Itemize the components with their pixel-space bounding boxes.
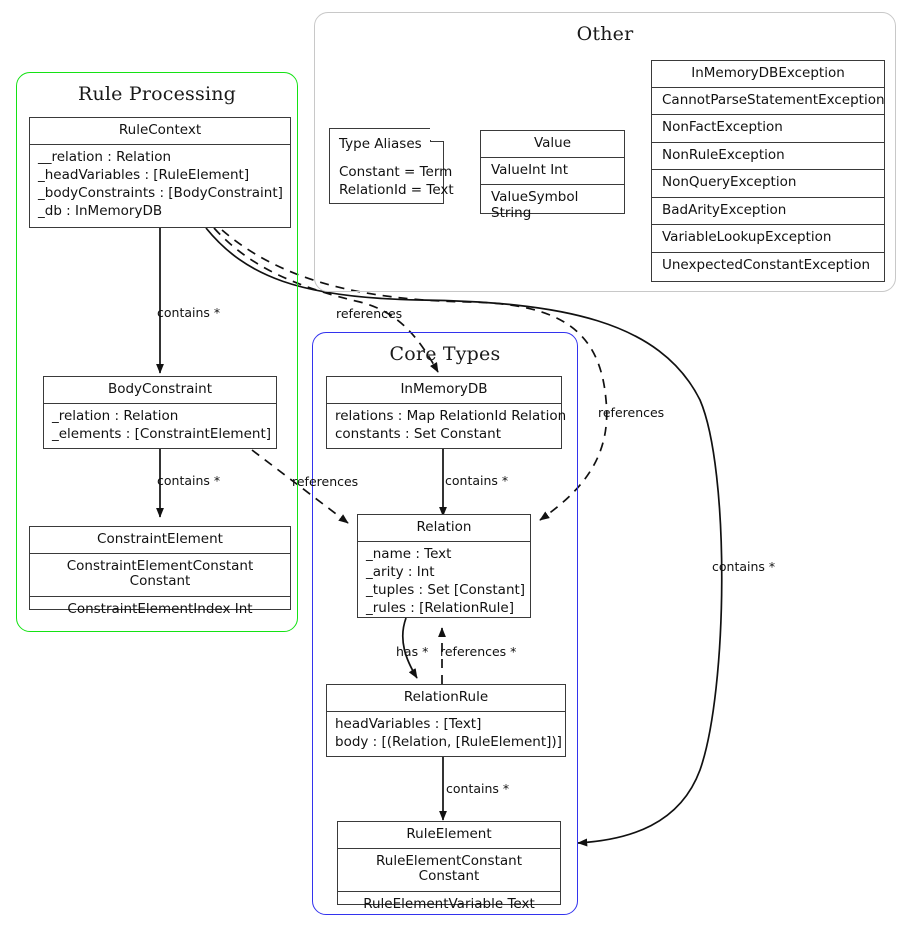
class-value-variant: ValueSymbol String <box>491 189 579 221</box>
class-inmemorydbexception-variant: CannotParseStatementException <box>652 88 885 116</box>
class-constraintelement-variant: ConstraintElementIndex Int <box>67 600 253 617</box>
class-inmemorydbexception-variant: NonQueryException <box>652 170 884 198</box>
class-relation[interactable]: Relation _name : Text _arity : Int _tupl… <box>357 514 531 618</box>
attribute-row: _relation : Relation <box>52 407 179 424</box>
edge-label-has-relation-relationrule: has * <box>396 644 429 659</box>
class-inmemorydbexception-variant: NonFactException <box>652 115 884 143</box>
package-core-types: Core Types <box>312 332 578 915</box>
attribute-row: _bodyConstraints : [BodyConstraint] <box>38 184 283 201</box>
note-alias-row: RelationId = Text <box>339 181 454 198</box>
class-ruleelement[interactable]: RuleElement RuleElementConstant Constant… <box>337 821 561 911</box>
attribute-row: __relation : Relation <box>38 148 172 165</box>
note-alias-row: Constant = Term <box>339 163 453 180</box>
edge-label-contains-bodyconstraint: contains * <box>157 305 221 320</box>
attribute-row: _tuples : Set [Constant] <box>366 581 526 598</box>
class-inmemorydbexception-variant: UnexpectedConstantException <box>662 256 871 273</box>
class-relation-name: Relation <box>358 515 530 542</box>
class-rulecontext-attributes: __relation : Relation _headVariables : [… <box>30 145 290 226</box>
edge-label-references-relationrule-relation: references * <box>440 644 517 659</box>
attribute-row: constants : Set Constant <box>335 425 502 442</box>
class-relationrule[interactable]: RelationRule headVariables : [Text] body… <box>326 684 566 757</box>
class-inmemorydbexception-variant: NonRuleException <box>652 143 884 171</box>
class-bodyconstraint-attributes: _relation : Relation _elements : [Constr… <box>44 404 276 449</box>
attribute-row: relations : Map RelationId Relation <box>335 407 567 424</box>
note-spacer <box>339 154 434 164</box>
class-constraintelement[interactable]: ConstraintElement ConstraintElementConst… <box>29 526 291 616</box>
note-type-aliases: Type Aliases Constant = Term RelationId … <box>329 127 454 204</box>
edge-label-contains-inmemorydb-relation: contains * <box>445 473 509 488</box>
class-value-name: Value <box>481 131 624 158</box>
edge-label-references-rulecontext-relation: references <box>598 405 665 420</box>
class-relationrule-name: RelationRule <box>327 685 565 712</box>
package-rule-processing: Rule Processing <box>16 72 298 632</box>
class-rulecontext-name: RuleContext <box>30 118 290 145</box>
class-relationrule-attributes: headVariables : [Text] body : [(Relation… <box>327 712 565 757</box>
class-inmemorydb-name: InMemoryDB <box>327 377 561 404</box>
class-value-variant: ValueInt Int <box>481 158 624 186</box>
edge-label-contains-rulecontext-ruleelement: contains * <box>712 559 776 574</box>
attribute-row: _arity : Int <box>366 563 435 580</box>
class-bodyconstraint[interactable]: BodyConstraint _relation : Relation _ele… <box>43 376 277 449</box>
class-inmemorydb[interactable]: InMemoryDB relations : Map RelationId Re… <box>326 376 567 449</box>
class-inmemorydbexception[interactable]: InMemoryDBException CannotParseStatement… <box>651 60 885 282</box>
class-bodyconstraint-name: BodyConstraint <box>44 377 276 404</box>
class-value[interactable]: Value ValueInt Int ValueSymbol String <box>480 130 625 221</box>
class-inmemorydbexception-variant: BadArityException <box>652 198 884 226</box>
edge-label-references-inmemorydb: references <box>336 306 403 321</box>
class-constraintelement-variant: ConstraintElementConstant Constant <box>30 554 290 597</box>
class-ruleelement-variant: RuleElementConstant Constant <box>338 849 560 892</box>
attribute-row: _headVariables : [RuleElement] <box>38 166 250 183</box>
attribute-row: _db : InMemoryDB <box>38 202 163 219</box>
attribute-row: _rules : [RelationRule] <box>366 599 514 616</box>
note-title: Type Aliases <box>339 136 422 152</box>
class-inmemorydb-attributes: relations : Map RelationId Relation cons… <box>327 404 567 449</box>
package-other: Other <box>314 12 896 292</box>
class-ruleelement-variant: RuleElementVariable Text <box>363 895 535 912</box>
edge-label-contains-constraintelement: contains * <box>157 473 221 488</box>
class-rulecontext[interactable]: RuleContext __relation : Relation _headV… <box>29 117 291 228</box>
edge-label-contains-relationrule-ruleelement: contains * <box>446 781 510 796</box>
note-fold-corner-icon <box>430 127 444 142</box>
package-other-title: Other <box>576 23 634 45</box>
attribute-row: _name : Text <box>366 545 452 562</box>
edge-label-references-bodyconstraint-relation: references <box>292 474 359 489</box>
attribute-row: headVariables : [Text] <box>335 715 482 732</box>
package-core-types-title: Core Types <box>389 343 501 365</box>
package-rule-processing-title: Rule Processing <box>77 83 237 105</box>
attribute-row: body : [(Relation, [RuleElement])] <box>335 733 562 750</box>
class-relation-attributes: _name : Text _arity : Int _tuples : Set … <box>358 542 530 623</box>
attribute-row: _elements : [ConstraintElement] <box>52 425 271 442</box>
class-inmemorydbexception-variant: VariableLookupException <box>652 225 884 253</box>
class-constraintelement-name: ConstraintElement <box>30 527 290 554</box>
class-ruleelement-name: RuleElement <box>338 822 560 849</box>
class-inmemorydbexception-name: InMemoryDBException <box>652 61 884 88</box>
